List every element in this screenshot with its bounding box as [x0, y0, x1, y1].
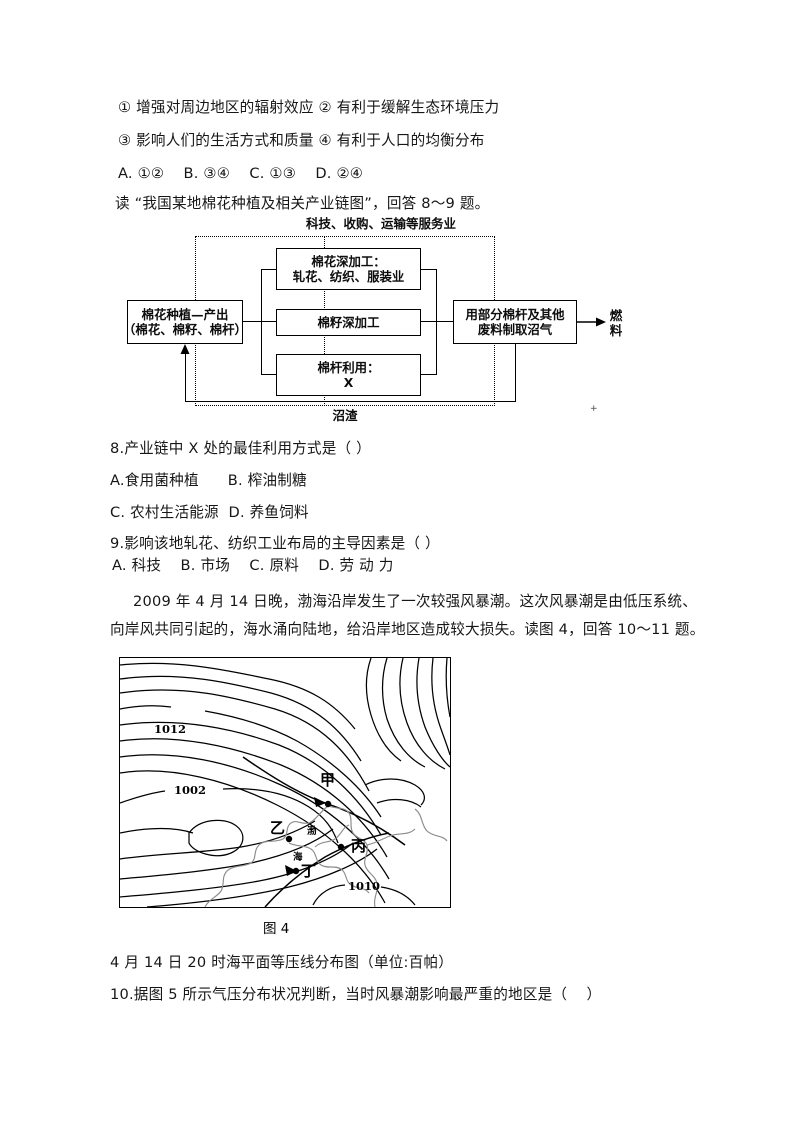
map-point-label-yi: 乙: [270, 819, 286, 837]
q8-stem: 8.产业链中 X 处的最佳利用方式是（ ）: [110, 440, 371, 457]
box-biogas-production: 用部分棉杆及其他 废料制取沼气: [453, 300, 577, 344]
cotton-industry-chain-diagram: 科技、收购、运输等服务业 棉花种植—产出 （棉花、棉籽、棉杆） 棉花深加工： 轧…: [118, 216, 638, 428]
box-cotton-deep-processing: 棉花深加工： 轧花、纺织、服装业: [276, 248, 421, 290]
connector-left-bus: [261, 269, 263, 374]
connector-bottom-box-to-bus: [421, 374, 437, 376]
connector-top-box-to-bus: [421, 269, 437, 271]
connector-feedback-bottom: [185, 401, 516, 403]
label-biogas-residue: 沼渣: [332, 408, 358, 423]
connector-left-to-bus: [243, 321, 276, 323]
box-cotton-stalk-utilization: 棉杆利用： X: [276, 354, 421, 396]
connector-bus-to-top-box: [261, 269, 277, 271]
q8-options-line2: C. 农村生活能源 D. 养鱼饲料: [110, 504, 309, 521]
reading-prompt-8-9: 读 “我国某地棉花种植及相关产业链图”，回答 8～9 题。: [115, 195, 490, 212]
q8-options-line1: A.食用菌种植 B. 榨油制糖: [110, 472, 307, 489]
map-frame: [119, 657, 451, 908]
isobar-label-1002: 1002: [174, 783, 207, 797]
map-unit-caption: 4 月 14 日 20 时海平面等压线分布图（单位:百帕）: [110, 954, 454, 971]
map-contours: [120, 658, 450, 907]
sea-label-bohai-char1: 渤: [307, 826, 317, 837]
diagram-arrowheads: [180, 317, 606, 354]
box-cottonseed-deep-processing: 棉籽深加工: [276, 309, 421, 336]
sea-label-bohai-char2: 海: [293, 852, 303, 863]
q7-statements-line2: ③ 影响人们的生活方式和质量 ④ 有利于人口的均衡分布: [118, 132, 485, 149]
isobar-pressure-map: 1012 1002 1010 渤 海 甲 乙 丙 丁: [119, 657, 451, 908]
map-point-label-ding: 丁: [301, 862, 317, 880]
map-point-label-bing: 丙: [351, 837, 367, 855]
connector-bus-to-right-box: [421, 321, 453, 323]
map-station-dots: [285, 800, 345, 875]
connector-bus-to-bottom-box: [261, 374, 277, 376]
connector-feedback-down: [515, 344, 517, 402]
page-artifact-mark: +: [590, 404, 598, 414]
q9-stem: 9.影响该地轧花、纺织工业布局的主导因素是（ ）: [110, 535, 440, 552]
q10-stem: 10.据图 5 所示气压分布状况判断，当时风暴潮影响最严重的地区是（ ）: [110, 986, 602, 1003]
box-cotton-planting-output: 棉花种植—产出 （棉花、棉籽、棉杆）: [123, 300, 247, 344]
q7-options: A. ①② B. ③④ C. ①③ D. ②④: [118, 165, 364, 182]
isobar-label-1012: 1012: [154, 722, 187, 736]
map-figure-caption: 图 4: [263, 921, 290, 937]
diagram-top-service-label: 科技、收购、运输等服务业: [305, 216, 456, 231]
q7-statements-line1: ① 增强对周边地区的辐射效应 ② 有利于缓解生态环境压力: [118, 99, 500, 116]
q9-options: A. 科技 B. 市场 C. 原料 D. 劳 动 力: [112, 557, 394, 574]
passage-10-11-line1: 2009 年 4 月 14 日晚，渤海沿岸发生了一次较强风暴潮。这次风暴潮是由低…: [133, 593, 697, 610]
passage-10-11-line2: 向岸风共同引起的，海水涌向陆地，给沿岸地区造成较大损失。读图 4，回答 10～1…: [110, 621, 705, 638]
connector-feedback-up: [185, 348, 187, 402]
isobar-label-1010: 1010: [348, 879, 381, 893]
map-point-label-jia: 甲: [320, 771, 336, 789]
label-fuel-output: 燃 料: [609, 308, 623, 338]
